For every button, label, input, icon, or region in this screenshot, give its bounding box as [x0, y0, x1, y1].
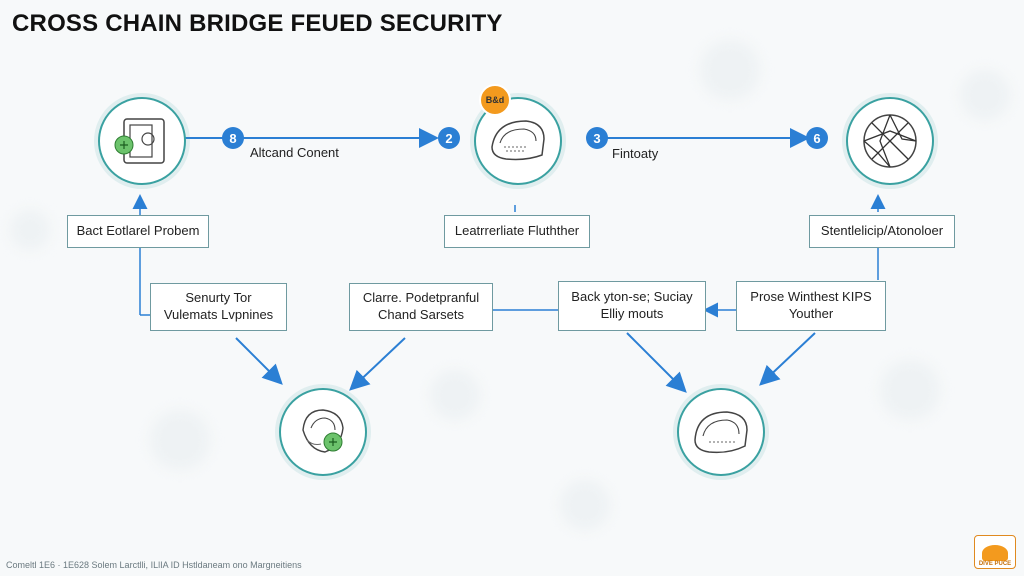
- arrow-to-bottom-right-2: [759, 332, 816, 386]
- box-left-top: Bact Eotlarel Probem: [67, 215, 209, 248]
- background-blob: [430, 370, 480, 420]
- wheel-network-icon: [863, 114, 917, 168]
- background-blob: [560, 480, 610, 530]
- shield-vault-icon: [302, 409, 344, 453]
- edge-label-1-2: Altcand Conent: [250, 145, 339, 160]
- background-blob: [880, 360, 940, 420]
- box-center-right: Back yton-se; Suciay Elliy mouts: [558, 281, 706, 331]
- bridge-dome-icon: [491, 120, 545, 161]
- edge-label-3-4: Fintoaty: [612, 146, 659, 161]
- background-blob: [700, 40, 760, 100]
- box-right-top: Stentlelicip/Atonoloer: [809, 215, 955, 248]
- background-blob: [960, 70, 1010, 120]
- flame-icon: [982, 544, 1008, 561]
- step-number-2: 2: [438, 127, 460, 149]
- background-blob: [10, 210, 50, 250]
- box-left-mid: Senurty Tor Vulemats Lvpnines: [150, 283, 287, 331]
- node-step4[interactable]: [846, 97, 934, 185]
- node-step1[interactable]: [98, 97, 186, 185]
- footer-caption: Comeltl 1E6 · 1E628 Solem Larctlli, ILlI…: [6, 560, 302, 570]
- background-blob: [150, 410, 210, 470]
- node-bottom-right[interactable]: [677, 388, 765, 476]
- page-title: CROSS CHAIN BRIDGE FEUED SECURITY: [12, 10, 503, 37]
- step-number-1: 8: [222, 127, 244, 149]
- bridge-dome-icon: [694, 411, 748, 454]
- box-mid-top: Leatrrerliate Fluthther: [444, 215, 590, 248]
- step-number-3: 3: [586, 127, 608, 149]
- step-number-4: 6: [806, 127, 828, 149]
- box-center-left: Clarre. Podetpranful Chand Sarsets: [349, 283, 493, 331]
- arrow-to-bottom-right-1: [626, 332, 687, 393]
- logo-text: DIVE PUCE: [978, 560, 1012, 567]
- arrow-to-bottom-left-1: [235, 337, 283, 385]
- brand-logo: DIVE PUCE: [974, 535, 1016, 569]
- server-chip-icon: [114, 118, 165, 164]
- node-bottom-left[interactable]: [279, 388, 367, 476]
- box-right-mid: Prose Winthest KIPS Youther: [736, 281, 886, 331]
- step2-badge: B&d: [479, 84, 511, 116]
- arrow-to-bottom-left-2: [349, 337, 406, 391]
